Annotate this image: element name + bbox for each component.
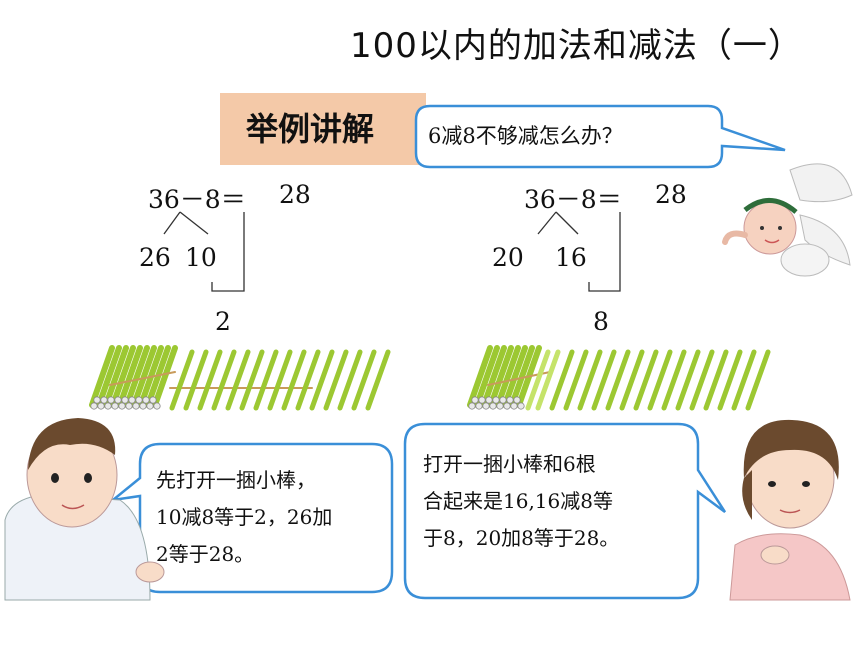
right-stick-bundles [467,345,771,411]
girl-bubble-shape [403,422,727,600]
left-partial-result: 2 [215,307,231,336]
question-bubble-shape [414,104,786,169]
page-title: 100以内的加法和减法（一） [350,26,803,66]
girl-bubble-text: 打开一捆小棒和6根 合起来是16,16减8等 于8，20加8等于28。 [423,446,693,557]
boy-bubble-line: 2等于28。 [156,542,255,566]
boy-bubble-line: 先打开一捆小棒， [156,468,316,492]
girl-bubble-line: 于8，20加8等于28。 [423,526,620,550]
girl-bubble-line: 打开一捆小棒和6根 [423,452,596,476]
boy-bubble-line: 10减8等于2，26加 [156,505,333,529]
right-partial-result: 8 [593,307,609,336]
girl-illustration [729,419,851,601]
left-split-b: 10 [185,243,217,272]
boy-bubble-text: 先打开一捆小棒， 10减8等于2，26加 2等于28。 [156,462,386,573]
question-bubble-text: 6减8不够减怎么办？ [428,124,623,148]
right-split-a: 20 [492,243,524,272]
right-split-lines [537,211,621,292]
girl-bubble-line: 合起来是16,16减8等 [423,489,613,513]
angel-illustration [722,163,853,277]
left-stick-bundles [89,345,391,411]
example-header-box [220,93,426,165]
left-answer: 28 [279,180,311,209]
boy-bubble-shape [108,442,394,594]
left-split-a: 26 [139,243,171,272]
boy-illustration [4,418,165,601]
example-header-label: 举例讲解 [246,110,375,148]
right-answer: 28 [655,180,687,209]
right-split-b: 16 [555,243,587,272]
right-equation: 36－8＝ [524,185,622,214]
left-equation: 36－8＝ [148,185,246,214]
left-split-lines [163,211,245,292]
